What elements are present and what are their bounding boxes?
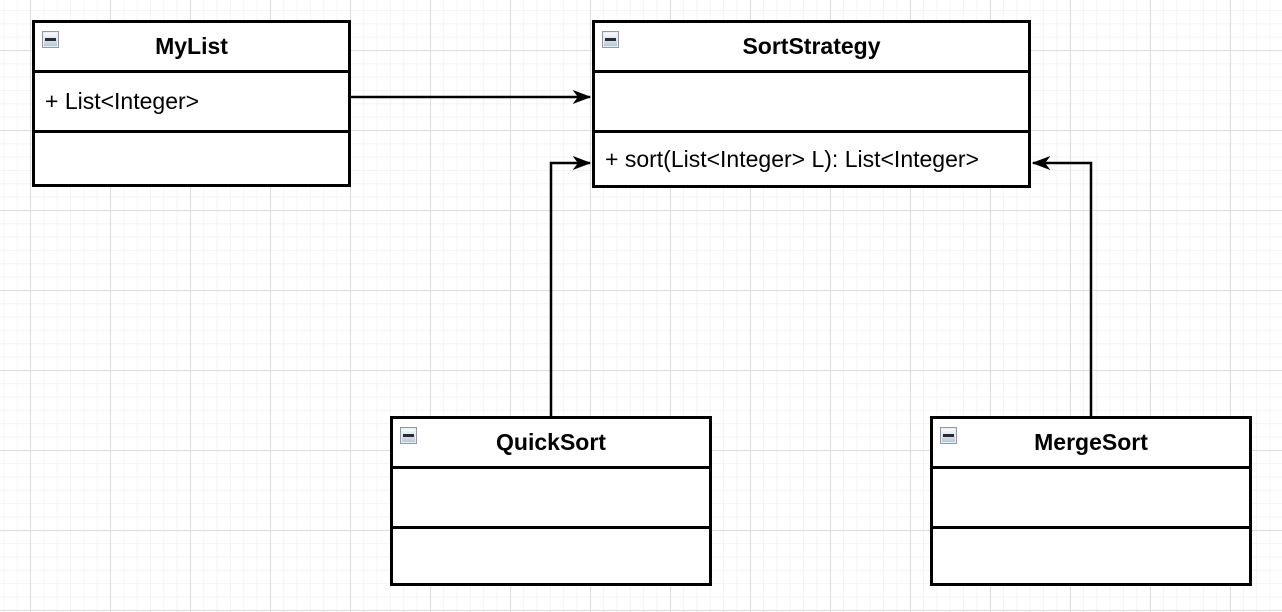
attributes-compartment[interactable] [393, 466, 709, 526]
attributes-compartment[interactable] [933, 466, 1249, 526]
class-title-bar[interactable]: MyList [35, 23, 348, 70]
minus-glyph [403, 434, 414, 437]
collapse-minus-icon[interactable] [602, 31, 619, 48]
methods-compartment[interactable] [393, 526, 709, 583]
class-name: QuickSort [496, 429, 606, 455]
class-box-mylist[interactable]: MyList + List<Integer> [32, 20, 351, 187]
edge-mergesort-to-sortstrategy[interactable] [1033, 163, 1093, 416]
minus-glyph [943, 434, 954, 437]
method-item: + sort(List<Integer> L): List<Integer> [605, 145, 979, 172]
collapse-minus-icon[interactable] [400, 427, 417, 444]
methods-compartment[interactable] [933, 526, 1249, 583]
methods-compartment[interactable] [35, 130, 348, 184]
collapse-minus-icon[interactable] [42, 31, 59, 48]
class-name: MyList [155, 33, 228, 59]
class-box-mergesort[interactable]: MergeSort [930, 416, 1252, 586]
class-box-sortstrategy[interactable]: SortStrategy + sort(List<Integer> L): Li… [592, 20, 1031, 188]
class-title-bar[interactable]: QuickSort [393, 419, 709, 466]
class-name: SortStrategy [742, 33, 881, 59]
edge-quicksort-to-sortstrategy[interactable] [549, 163, 590, 416]
minus-glyph [605, 38, 616, 41]
attribute-item: + List<Integer> [45, 88, 200, 114]
minus-glyph [45, 38, 56, 41]
class-title-bar[interactable]: MergeSort [933, 419, 1249, 466]
methods-compartment[interactable]: + sort(List<Integer> L): List<Integer> [595, 130, 1028, 185]
attributes-compartment[interactable]: + List<Integer> [35, 70, 348, 130]
attributes-compartment[interactable] [595, 70, 1028, 130]
collapse-minus-icon[interactable] [940, 427, 957, 444]
class-box-quicksort[interactable]: QuickSort [390, 416, 712, 586]
class-title-bar[interactable]: SortStrategy [595, 23, 1028, 70]
class-name: MergeSort [1034, 429, 1148, 455]
